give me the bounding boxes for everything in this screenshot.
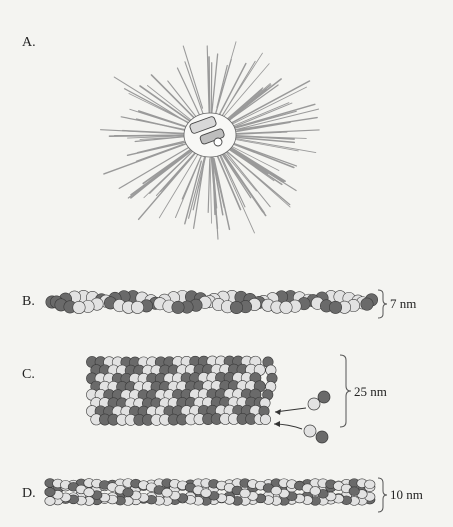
if-subunit — [271, 486, 281, 495]
alpha-tubulin — [308, 398, 320, 410]
actin-subunit — [131, 301, 143, 313]
actin-subunit — [230, 301, 242, 313]
intermediate-filament — [45, 479, 375, 506]
actin-subunit — [280, 301, 292, 313]
microtubule — [86, 356, 277, 426]
dimension-label-b: 7 nm — [390, 296, 416, 311]
aster-center — [184, 113, 236, 157]
if-subunit — [45, 497, 55, 506]
actin-subunit — [172, 301, 184, 313]
if-subunit — [45, 488, 55, 497]
if-subunit — [201, 489, 211, 498]
beta-tubulin — [318, 391, 330, 403]
if-subunit — [240, 489, 250, 498]
alpha-tubulin — [304, 425, 316, 437]
if-subunit — [365, 480, 375, 489]
tubulin-subunit — [260, 414, 270, 424]
dimension-label-d: 10 nm — [390, 487, 423, 502]
actin-subunit — [361, 298, 373, 310]
if-subunit — [123, 488, 133, 497]
if-subunit — [162, 488, 172, 497]
actin-subunit — [73, 301, 85, 313]
actin-subunit — [329, 301, 341, 313]
panel-label-c: C. — [22, 367, 35, 382]
panel-label-d: D. — [22, 486, 36, 501]
beta-tubulin — [316, 431, 328, 443]
if-subunit — [84, 488, 94, 497]
dimension-label-c: 25 nm — [354, 384, 387, 399]
if-subunit — [310, 487, 320, 496]
panel-label-a: A. — [22, 35, 36, 50]
panel-label-b: B. — [22, 294, 35, 309]
if-subunit — [349, 487, 359, 496]
